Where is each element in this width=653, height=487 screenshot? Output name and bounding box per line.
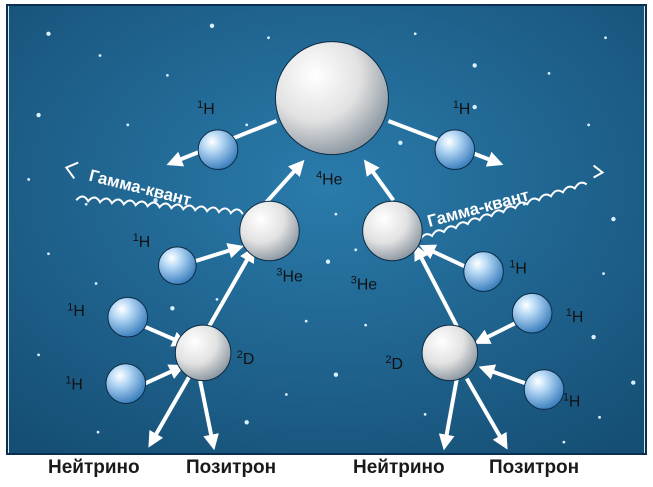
star <box>285 393 288 396</box>
star <box>354 248 357 251</box>
star <box>424 413 427 416</box>
star <box>587 124 590 127</box>
star <box>548 72 551 75</box>
star <box>335 213 338 216</box>
star <box>210 24 214 28</box>
proton-top-left <box>198 130 238 170</box>
proton-mid-left <box>159 247 197 285</box>
positron-label-left: Позитрон <box>186 457 276 479</box>
star <box>598 416 601 419</box>
star <box>602 272 605 275</box>
star <box>591 335 595 339</box>
helium-3-left <box>240 201 299 260</box>
star <box>398 141 402 145</box>
star <box>472 105 476 109</box>
proton-left-bottom <box>106 364 146 404</box>
star <box>414 32 417 35</box>
neutrino-label-left: Нейтрино <box>48 457 140 479</box>
deuteron-left <box>175 325 231 381</box>
star <box>364 324 367 327</box>
proton-top-right <box>435 130 475 170</box>
star <box>97 431 100 434</box>
star <box>46 32 50 36</box>
star <box>216 298 219 301</box>
proton-proton-chain-diagram: Гамма-квант Гамма-квант 1H 1H 4He 1H 3He… <box>8 6 645 453</box>
star <box>47 252 50 255</box>
star <box>126 124 129 127</box>
star <box>85 203 88 206</box>
star <box>611 217 615 221</box>
star <box>326 260 330 264</box>
star <box>245 420 249 424</box>
positron-label-right: Позитрон <box>489 457 579 479</box>
star <box>472 63 476 67</box>
diagram-frame: Гамма-квант Гамма-квант 1H 1H 4He 1H 3He… <box>6 4 647 455</box>
star <box>245 124 248 127</box>
star <box>27 178 30 181</box>
helium-4-nucleus <box>275 42 388 155</box>
star <box>334 373 338 377</box>
star <box>37 353 40 356</box>
star <box>267 36 270 39</box>
proton-mid-right <box>464 252 504 292</box>
proton-left-top <box>108 297 148 337</box>
star <box>305 320 308 323</box>
star <box>166 74 169 77</box>
deuteron-right <box>422 325 478 381</box>
star <box>170 306 174 310</box>
star <box>99 54 102 57</box>
proton-right-top <box>512 293 552 333</box>
star <box>36 113 40 117</box>
star <box>631 380 635 384</box>
star <box>604 36 607 39</box>
star <box>95 282 98 285</box>
neutrino-label-right: Нейтрино <box>353 457 445 479</box>
star <box>562 441 565 444</box>
helium-3-right <box>363 201 422 260</box>
proton-right-bottom <box>524 370 564 410</box>
